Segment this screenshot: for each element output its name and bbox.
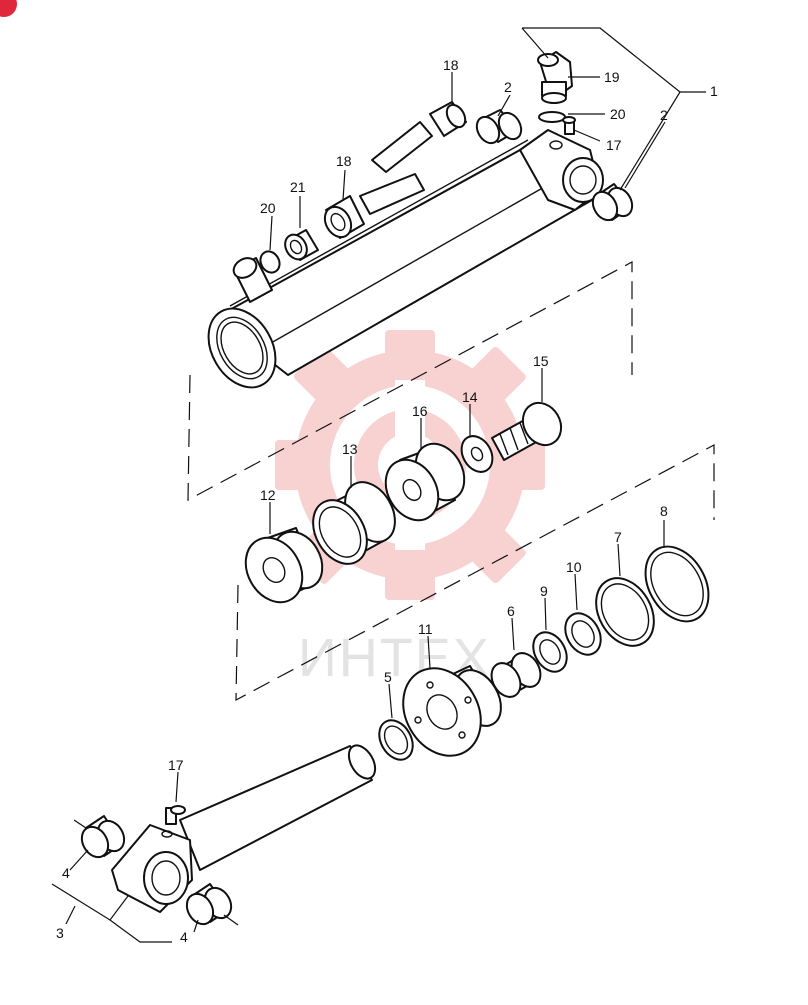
part-9-seal-inner (539, 639, 561, 665)
callout-4-right: 4 (180, 929, 188, 945)
callout-3: 3 (56, 925, 64, 941)
part-2-bushing-upper (475, 109, 523, 145)
alignment-line-lower (235, 443, 715, 702)
part-5-wiper-inner (383, 725, 409, 755)
corner-badge (0, 0, 17, 17)
part-17-grease-fitting-lower (165, 805, 186, 825)
part-17-grease-fitting-upper (562, 116, 576, 135)
piston-rod (179, 744, 377, 871)
callout-labels: 1 2 2 3 4 4 5 6 7 8 9 10 11 12 13 14 15 … (56, 57, 718, 945)
callout-17-upper: 17 (606, 137, 622, 153)
callout-18-upper: 18 (443, 57, 459, 73)
part-8-ring-inner (650, 551, 704, 617)
callout-12: 12 (260, 487, 276, 503)
part-19-elbow-fitting (537, 51, 573, 104)
part-20-oring-lower (259, 250, 281, 274)
callout-6: 6 (507, 603, 515, 619)
part-4-bushing-right (185, 883, 233, 926)
part-16-piston (384, 442, 466, 522)
cylinder-barrel (207, 129, 604, 389)
part-6-bushing (490, 652, 542, 698)
callout-5: 5 (384, 669, 392, 685)
part-7-ring-inner (600, 583, 650, 641)
callout-18-lower: 18 (336, 153, 352, 169)
part-13-piston-ring (312, 481, 396, 565)
callout-20-upper: 20 (610, 106, 626, 122)
part-12-piston-seal (244, 527, 324, 604)
callout-19: 19 (604, 69, 620, 85)
callout-14: 14 (462, 389, 478, 405)
part-14-washer (460, 435, 494, 473)
callout-9: 9 (540, 583, 548, 599)
callout-16: 16 (412, 403, 428, 419)
callout-20-lower: 20 (260, 200, 276, 216)
callout-13: 13 (342, 441, 358, 457)
callout-2-upper: 2 (504, 79, 512, 95)
part-21-adapter (284, 229, 319, 261)
part-18-tube-upper (371, 101, 467, 173)
callout-4-left: 4 (62, 865, 70, 881)
alignment-line-upper (187, 260, 633, 502)
part-10-washer-inner (571, 620, 595, 648)
callout-10: 10 (566, 559, 582, 575)
part-11-gland (402, 665, 502, 757)
callout-15: 15 (533, 353, 549, 369)
part-4-bushing-left (80, 815, 126, 859)
callout-7: 7 (614, 529, 622, 545)
callout-8: 8 (660, 503, 668, 519)
callout-11: 11 (418, 621, 433, 637)
rod-eye (111, 824, 193, 913)
part-15-bolt (491, 401, 563, 461)
callout-1: 1 (710, 83, 718, 99)
callout-21: 21 (290, 179, 306, 195)
callout-17-lower: 17 (168, 757, 184, 773)
part-5-wiper (378, 719, 414, 761)
callout-2-right: 2 (660, 107, 668, 123)
part-18-tube-lower (323, 173, 425, 239)
part-20-oring-upper (538, 111, 566, 123)
part-2-bushing-right (591, 183, 634, 222)
leader-lines (51, 27, 706, 943)
